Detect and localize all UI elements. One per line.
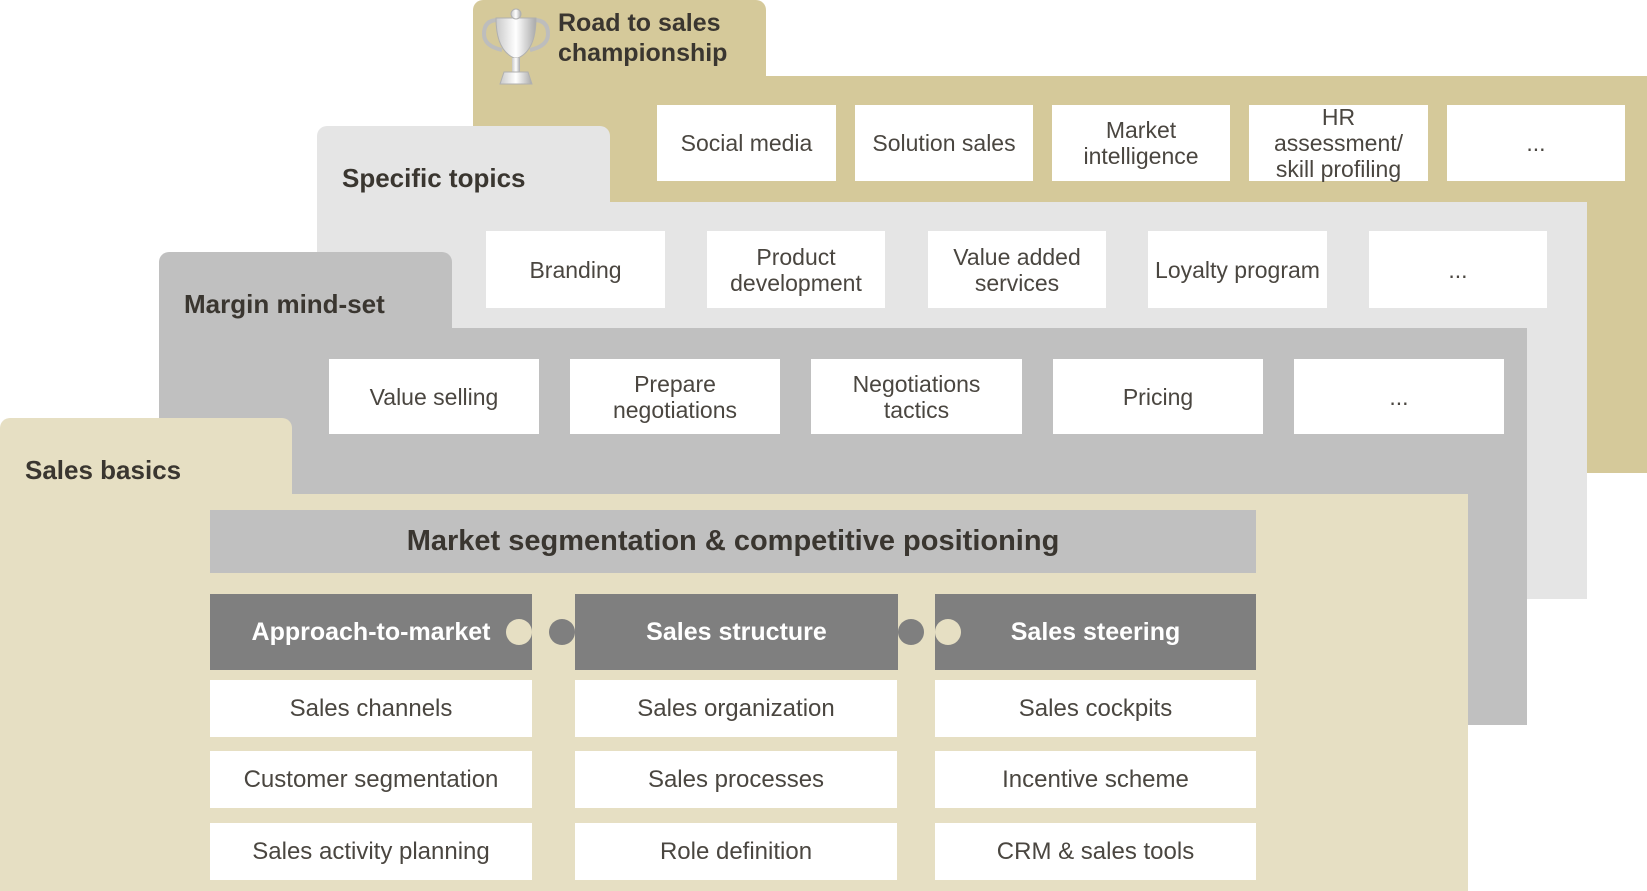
layer-margin-tab <box>159 252 452 332</box>
road-item-4: HR assessment/ skill profiling <box>1249 104 1428 182</box>
margin-item-5: ... <box>1294 359 1504 434</box>
puzzle-knob-2 <box>898 619 924 645</box>
layer-specific-title: Specific topics <box>342 163 526 193</box>
structure-item-3: Role definition <box>575 823 897 880</box>
market-segmentation-banner: Market segmentation & competitive positi… <box>210 510 1256 573</box>
trophy-icon <box>481 8 551 85</box>
column-header-steering: Sales steering <box>935 594 1256 670</box>
steering-item-2: Incentive scheme <box>935 751 1256 808</box>
specific-item-1: Branding <box>486 231 665 308</box>
specific-item-5: ... <box>1369 231 1547 308</box>
structure-item-1: Sales organization <box>575 680 897 737</box>
layer-basics-tab <box>0 418 292 498</box>
road-item-2: Solution sales <box>855 105 1033 181</box>
approach-item-1: Sales channels <box>210 680 532 737</box>
column-header-structure: Sales structure <box>575 594 898 670</box>
margin-item-3: Negotiations tactics <box>811 359 1022 434</box>
approach-item-2: Customer segmentation <box>210 751 532 808</box>
layer-specific-tab <box>317 126 610 206</box>
puzzle-knob-1 <box>549 619 575 645</box>
specific-item-2: Product development <box>707 231 885 308</box>
layer-road-title: Road to sales championship <box>558 9 728 67</box>
structure-item-2: Sales processes <box>575 751 897 808</box>
approach-item-3: Sales activity planning <box>210 823 532 880</box>
steering-item-3: CRM & sales tools <box>935 823 1256 880</box>
puzzle-socket-1 <box>506 619 532 645</box>
layer-basics-title: Sales basics <box>25 455 182 485</box>
steering-item-1: Sales cockpits <box>935 680 1256 737</box>
margin-item-4: Pricing <box>1053 359 1263 434</box>
specific-item-4: Loyalty program <box>1148 231 1327 308</box>
road-item-3: Market intelligence <box>1052 105 1230 181</box>
specific-item-3: Value added services <box>928 231 1106 308</box>
margin-item-1: Value selling <box>329 359 539 434</box>
column-header-approach: Approach-to-market <box>210 594 532 670</box>
road-item-1: Social media <box>657 105 836 181</box>
road-item-5: ... <box>1447 105 1625 181</box>
puzzle-socket-2 <box>935 619 961 645</box>
layer-margin-title: Margin mind-set <box>184 289 385 319</box>
market-segmentation-label: Market segmentation & competitive positi… <box>406 525 1060 557</box>
margin-item-2: Prepare negotiations <box>570 359 780 434</box>
